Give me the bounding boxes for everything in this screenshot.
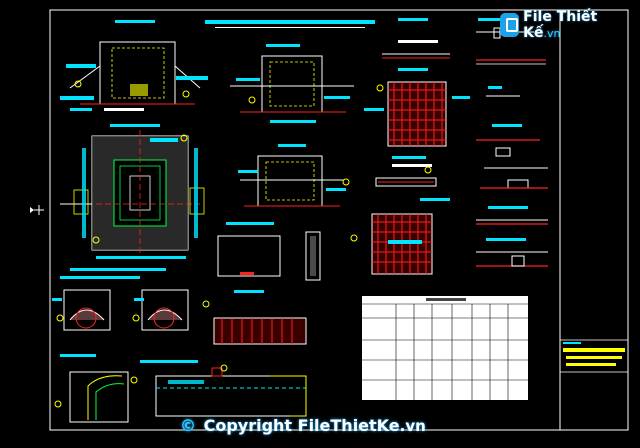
logo-name: File Thiết Kế <box>523 9 598 41</box>
file-thiet-ke-logo-icon <box>500 13 520 37</box>
sheet-title-bar <box>205 20 375 24</box>
longitudinal-section <box>140 360 307 417</box>
slab-section-detail <box>342 156 437 187</box>
copyright-symbol: © <box>180 416 196 435</box>
section-b-b-detail <box>238 144 346 207</box>
copyright-site-name: FileThietKe <box>297 416 400 435</box>
copyright-label: Copyright <box>203 416 293 435</box>
slab-reinforcement-plan <box>364 18 470 147</box>
file-thiet-ke-logo[interactable]: File Thiết Kế.vn <box>500 9 616 41</box>
grating-detail <box>202 290 307 345</box>
logo-wordmark: File Thiết Kế.vn <box>523 9 616 41</box>
drawing-sheet-border <box>49 9 629 431</box>
manhole-plan-view <box>60 124 205 271</box>
rebar-detail-column <box>476 18 548 267</box>
cover-slab-plan <box>217 222 321 281</box>
steel-schedule-table <box>362 296 528 400</box>
pipe-connection-details <box>52 276 189 331</box>
copyright-site-domain: .vn <box>399 417 426 435</box>
cursor-crosshair-icon <box>30 205 44 215</box>
logo-domain: .vn <box>543 27 561 40</box>
title-block <box>559 10 628 430</box>
bottom-slab-reinforcement <box>350 198 450 275</box>
section-a-a-detail <box>60 20 208 111</box>
inlet-detail <box>54 354 138 423</box>
copyright-watermark: © Copyright FileThietKe.vn <box>180 416 480 438</box>
section-c-c-detail <box>230 44 354 123</box>
